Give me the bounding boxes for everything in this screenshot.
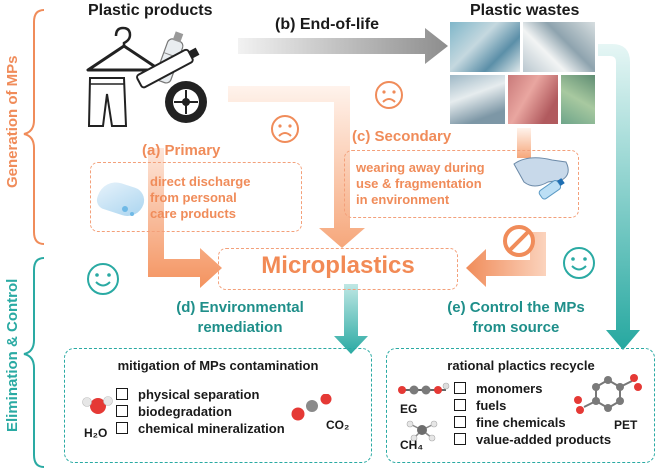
checkbox-icon bbox=[116, 388, 128, 400]
secondary-to-mp-arrow bbox=[466, 232, 546, 287]
list-item-label: monomers bbox=[476, 381, 543, 396]
checkbox-icon bbox=[454, 382, 466, 394]
list-item: fine chemicals bbox=[454, 414, 611, 431]
plastic-products-illustration bbox=[86, 26, 207, 127]
ch4-molecule-icon bbox=[406, 420, 438, 442]
waste-photo-icon bbox=[450, 22, 595, 124]
co2-molecule-icon bbox=[291, 394, 332, 421]
remediation-box bbox=[64, 348, 372, 463]
jeans-icon bbox=[87, 77, 128, 127]
end-of-life-arrow bbox=[238, 28, 448, 64]
primary-text-line1: direct discharge bbox=[150, 174, 251, 189]
products-to-mp-arrow bbox=[228, 86, 365, 248]
remediation-title-line1: (d) Environmental bbox=[176, 299, 304, 316]
glove-icon bbox=[94, 176, 150, 224]
list-item: physical separation bbox=[116, 386, 285, 403]
list-item-label: chemical mineralization bbox=[138, 421, 285, 436]
list-item: fuels bbox=[454, 397, 611, 414]
microplastics-box bbox=[218, 248, 458, 290]
pet-label: PET bbox=[614, 418, 638, 432]
control-title-line2: from source bbox=[472, 319, 560, 336]
primary-text-line2: from personal bbox=[150, 190, 237, 205]
generation-brace bbox=[23, 9, 45, 245]
primary-title: (a) Primary bbox=[142, 142, 221, 159]
secondary-text-line2: use & fragmentation bbox=[356, 176, 482, 191]
tire-icon bbox=[165, 81, 207, 123]
pet-molecule-icon bbox=[574, 374, 642, 414]
plastic-wastes-title: Plastic wastes bbox=[470, 2, 580, 19]
generation-side-label: Generation of MPs bbox=[4, 55, 21, 188]
secondary-text-line3: in environment bbox=[356, 192, 450, 207]
happy-face-icon bbox=[563, 247, 595, 279]
end-of-life-label: (b) End-of-life bbox=[275, 16, 379, 33]
secondary-title: (c) Secondary bbox=[352, 128, 452, 145]
secondary-box bbox=[344, 150, 579, 218]
elimination-side-label: Elimination & Control bbox=[4, 278, 21, 432]
remediation-title-line2: remediation bbox=[197, 319, 283, 336]
sad-face-icon bbox=[271, 115, 299, 143]
mp-to-remediation-arrow bbox=[334, 284, 368, 354]
checkbox-icon bbox=[454, 433, 466, 445]
remediation-list: physical separation biodegradation chemi… bbox=[116, 386, 285, 437]
list-item: chemical mineralization bbox=[116, 420, 285, 437]
list-item-label: fuels bbox=[476, 398, 507, 413]
checkbox-icon bbox=[454, 416, 466, 428]
checkbox-icon bbox=[116, 422, 128, 434]
eg-molecule-icon bbox=[398, 382, 450, 395]
secondary-waste-illustration bbox=[513, 157, 569, 200]
eg-label: EG bbox=[400, 402, 418, 416]
remediation-title: (d) Environmental remediation bbox=[150, 298, 330, 338]
list-item-label: value-added products bbox=[476, 432, 612, 447]
water-molecule-icon bbox=[82, 396, 113, 414]
list-item: value-added products bbox=[454, 431, 611, 448]
list-item-label: biodegradation bbox=[138, 404, 232, 419]
happy-face-icon bbox=[87, 263, 119, 295]
primary-arrow bbox=[148, 148, 222, 288]
primary-text-line3: care products bbox=[150, 206, 236, 221]
plastic-products-title: Plastic products bbox=[88, 2, 213, 19]
list-item: biodegradation bbox=[116, 403, 285, 420]
control-box bbox=[386, 348, 655, 463]
control-title-line1: (e) Control the MPs bbox=[447, 299, 585, 316]
hanger-icon bbox=[86, 26, 162, 72]
checkbox-icon bbox=[116, 405, 128, 417]
primary-box bbox=[90, 162, 302, 232]
list-item: monomers bbox=[454, 380, 611, 397]
remediation-box-title: mitigation of MPs contamination bbox=[117, 358, 319, 373]
wastes-to-control-arrow bbox=[598, 44, 640, 350]
checkbox-icon bbox=[454, 399, 466, 411]
list-item-label: physical separation bbox=[138, 387, 260, 402]
h2o-label: H₂O bbox=[84, 426, 108, 440]
microplastics-label: Microplastics bbox=[261, 252, 415, 279]
prohibit-icon bbox=[503, 225, 535, 257]
elimination-brace bbox=[23, 257, 45, 468]
control-box-title: rational plactics recycle bbox=[447, 358, 595, 373]
primary-text: direct discharge from personal care prod… bbox=[150, 174, 250, 222]
secondary-text: wearing away during use & fragmentation … bbox=[356, 160, 485, 208]
tube-icon bbox=[136, 47, 200, 89]
control-list: monomers fuels fine chemicals value-adde… bbox=[454, 380, 611, 448]
sad-face-icon bbox=[375, 81, 403, 109]
list-item-label: fine chemicals bbox=[476, 415, 566, 430]
ch4-label: CH₄ bbox=[400, 438, 424, 452]
co2-label: CO₂ bbox=[326, 418, 350, 432]
secondary-text-line1: wearing away during bbox=[356, 160, 485, 175]
control-title: (e) Control the MPs from source bbox=[416, 298, 616, 338]
